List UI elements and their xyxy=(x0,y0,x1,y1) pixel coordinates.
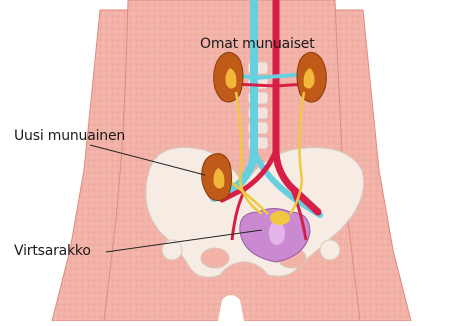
label-bladder: Virtsarakko xyxy=(14,243,91,259)
own-kidney-right xyxy=(297,52,326,102)
hip-joint-right xyxy=(320,240,340,260)
label-own-kidneys: Omat munuaiset xyxy=(200,36,315,52)
label-new-kidney: Uusi munuainen xyxy=(14,128,125,144)
obturator-left xyxy=(201,248,229,268)
own-kidney-left xyxy=(214,52,243,102)
